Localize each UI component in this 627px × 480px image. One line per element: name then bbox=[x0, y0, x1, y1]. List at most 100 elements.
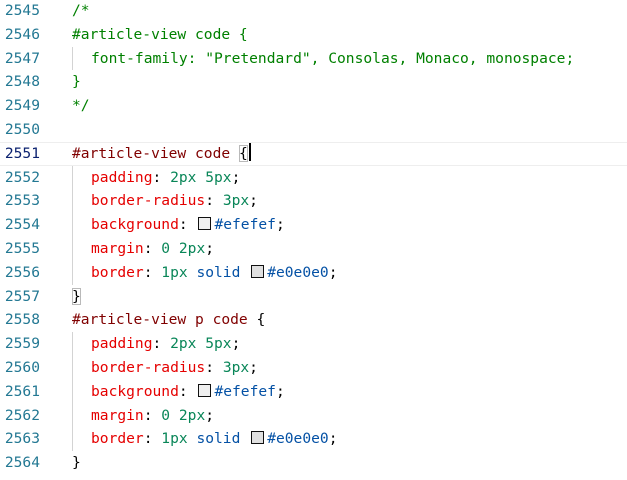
code-line[interactable]: 2547 font-family: "Pretendard", Consolas,… bbox=[0, 47, 627, 71]
line-number: 2546 bbox=[4, 25, 40, 43]
line-code: #article-view p code { bbox=[72, 308, 265, 332]
color-swatch[interactable] bbox=[198, 217, 212, 231]
code-token: 0 2px bbox=[161, 406, 206, 424]
code-token: #e0e0e0 bbox=[267, 263, 329, 281]
line-number: 2547 bbox=[4, 49, 40, 67]
code-token: border-radius bbox=[91, 192, 206, 210]
code-token: background bbox=[91, 216, 179, 234]
line-code: font-family: "Pretendard", Consolas, Mon… bbox=[91, 47, 574, 71]
line-code: padding: 2px 5px; bbox=[91, 332, 240, 356]
line-number: 2550 bbox=[4, 121, 40, 138]
line-code: #article-view code { bbox=[72, 23, 248, 47]
line-code: padding: 2px 5px; bbox=[91, 166, 240, 190]
code-token: border bbox=[91, 263, 144, 281]
line-number: 2556 bbox=[4, 263, 40, 281]
text-cursor bbox=[248, 142, 251, 161]
code-token: } bbox=[72, 73, 81, 91]
code-token: ; bbox=[275, 382, 285, 400]
code-token: #article-view p code bbox=[72, 311, 257, 329]
code-token: border bbox=[91, 430, 144, 448]
indent-guide bbox=[72, 332, 73, 452]
code-line[interactable]: 2563 border: 1px solid #e0e0e0; bbox=[0, 427, 627, 451]
code-token: 2px 5px bbox=[170, 335, 232, 353]
code-token: ; bbox=[249, 192, 258, 210]
line-number: 2553 bbox=[4, 192, 40, 210]
code-token: border-radius bbox=[91, 359, 206, 376]
code-line[interactable]: 2564} bbox=[0, 451, 627, 475]
line-code: /* bbox=[72, 0, 90, 23]
code-line[interactable]: 2549*/ bbox=[0, 94, 627, 118]
code-line[interactable]: 2557} bbox=[0, 285, 627, 309]
line-code: border-radius: 3px; bbox=[91, 189, 258, 213]
code-line[interactable]: 2545/* bbox=[0, 0, 627, 23]
code-line[interactable]: 2562 margin: 0 2px; bbox=[0, 404, 627, 428]
code-token: /* bbox=[72, 2, 90, 19]
code-token: 1px bbox=[161, 430, 188, 448]
code-token: margin bbox=[91, 406, 144, 424]
line-number: 2563 bbox=[4, 430, 40, 448]
code-token: : bbox=[143, 406, 162, 424]
color-swatch[interactable] bbox=[251, 264, 265, 278]
line-code: border: 1px solid #e0e0e0; bbox=[91, 427, 338, 451]
indent-guide bbox=[72, 165, 73, 285]
code-token: #e0e0e0 bbox=[267, 430, 329, 448]
code-token: : bbox=[205, 359, 223, 376]
line-number: 2551 bbox=[4, 144, 40, 162]
matched-bracket: } bbox=[72, 287, 81, 305]
code-token: : bbox=[143, 240, 162, 257]
code-token: padding bbox=[91, 168, 153, 186]
code-token: #efefef bbox=[214, 382, 276, 400]
code-token: 1px bbox=[161, 263, 188, 281]
line-code: #article-view code { bbox=[72, 142, 251, 166]
code-token: 3px bbox=[222, 359, 250, 376]
code-token: } bbox=[72, 454, 81, 472]
code-line[interactable]: 2556 border: 1px solid #e0e0e0; bbox=[0, 261, 627, 285]
code-line[interactable]: 2548} bbox=[0, 70, 627, 94]
line-code: } bbox=[72, 285, 81, 309]
line-number: 2554 bbox=[4, 216, 40, 234]
line-number: 2561 bbox=[4, 382, 40, 400]
code-line[interactable]: 2553 border-radius: 3px; bbox=[0, 189, 627, 213]
code-token: : bbox=[143, 430, 162, 448]
color-swatch[interactable] bbox=[251, 431, 265, 445]
line-number: 2558 bbox=[4, 311, 40, 329]
code-token: ; bbox=[328, 263, 338, 281]
color-swatch[interactable] bbox=[198, 383, 212, 397]
code-token: ; bbox=[231, 335, 241, 353]
line-number: 2557 bbox=[4, 287, 40, 305]
line-number: 2555 bbox=[4, 240, 40, 257]
code-token: ; bbox=[249, 359, 258, 376]
current-code-line[interactable]: 2551 #article-view code { bbox=[0, 142, 627, 166]
code-token: font-family: "Pretendard", Consolas, Mon… bbox=[91, 49, 575, 67]
matched-bracket: { bbox=[238, 144, 248, 162]
code-token: margin bbox=[91, 240, 144, 257]
code-token: 3px bbox=[222, 192, 250, 210]
line-code: margin: 0 2px; bbox=[91, 237, 214, 261]
code-token: : bbox=[152, 168, 171, 186]
line-code: } bbox=[72, 451, 81, 475]
code-line[interactable]: 2550 bbox=[0, 118, 627, 142]
code-token: solid bbox=[196, 430, 241, 448]
line-code: margin: 0 2px; bbox=[91, 404, 214, 428]
code-token: #article-view code bbox=[72, 144, 239, 162]
code-token bbox=[240, 264, 249, 281]
code-line[interactable]: 2546 #article-view code { bbox=[0, 23, 627, 47]
code-token: : bbox=[178, 216, 197, 234]
line-number: 2549 bbox=[4, 97, 40, 115]
code-token: padding bbox=[91, 335, 153, 353]
code-token: ; bbox=[205, 406, 215, 424]
line-code: border-radius: 3px; bbox=[91, 356, 258, 380]
code-line[interactable]: 2558 #article-view p code { bbox=[0, 308, 627, 332]
code-line[interactable]: 2555 margin: 0 2px; bbox=[0, 237, 627, 261]
line-number: 2562 bbox=[4, 406, 40, 424]
line-code: border: 1px solid #e0e0e0; bbox=[91, 261, 338, 285]
code-token: : bbox=[152, 335, 171, 353]
code-token: #article-view code { bbox=[72, 25, 248, 43]
line-number: 2548 bbox=[4, 73, 40, 91]
